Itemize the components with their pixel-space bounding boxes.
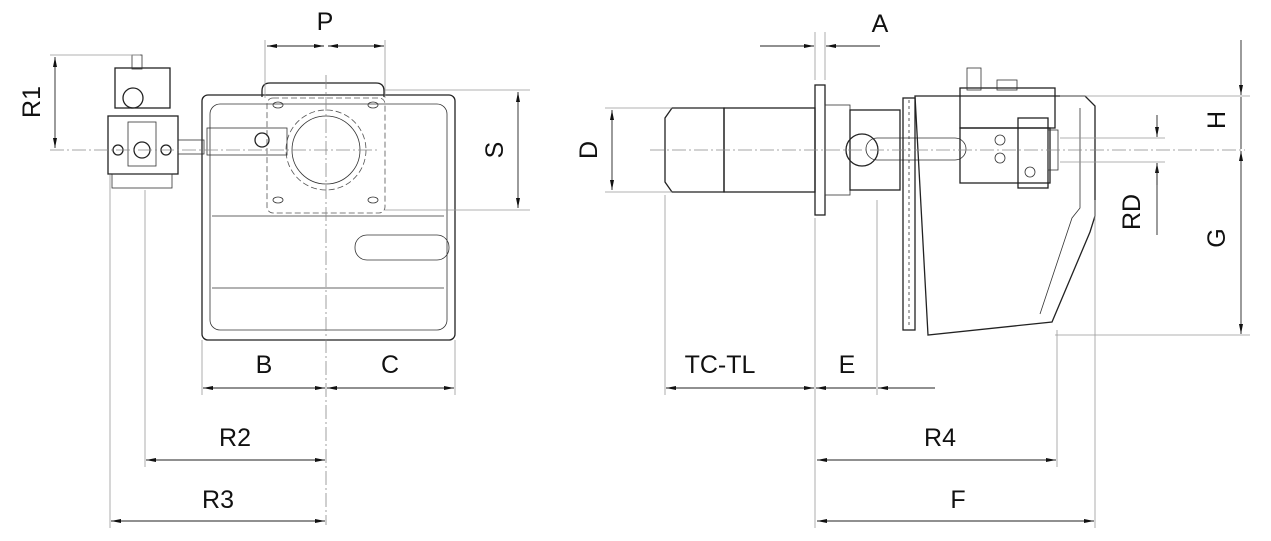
dim-label-B: B [256, 351, 273, 379]
dim-label-E: E [839, 351, 856, 379]
dim-label-R4: R4 [924, 424, 956, 452]
front-view: P R1 S B C R2 R3 [18, 8, 530, 528]
dim-label-C: C [381, 351, 399, 379]
dim-label-D: D [575, 141, 603, 159]
dim-label-S: S [481, 142, 509, 159]
dim-label-H: H [1203, 111, 1231, 129]
gas-valve-front [107, 54, 205, 189]
gas-valve-side [959, 67, 1059, 189]
dim-label-G: G [1203, 228, 1231, 247]
dim-label-RD: RD [1118, 194, 1146, 230]
dim-label-P: P [317, 8, 334, 36]
dim-label-F: F [950, 486, 965, 514]
dim-label-TC-TL: TC-TL [685, 351, 756, 379]
dim-label-A: A [872, 10, 889, 38]
dim-label-R3: R3 [202, 486, 234, 514]
dim-label-R1: R1 [18, 86, 46, 118]
side-view: A D TC-TL E R4 F H RD G [575, 10, 1250, 528]
burner-body-front [201, 82, 456, 341]
dim-label-R2: R2 [219, 424, 251, 452]
